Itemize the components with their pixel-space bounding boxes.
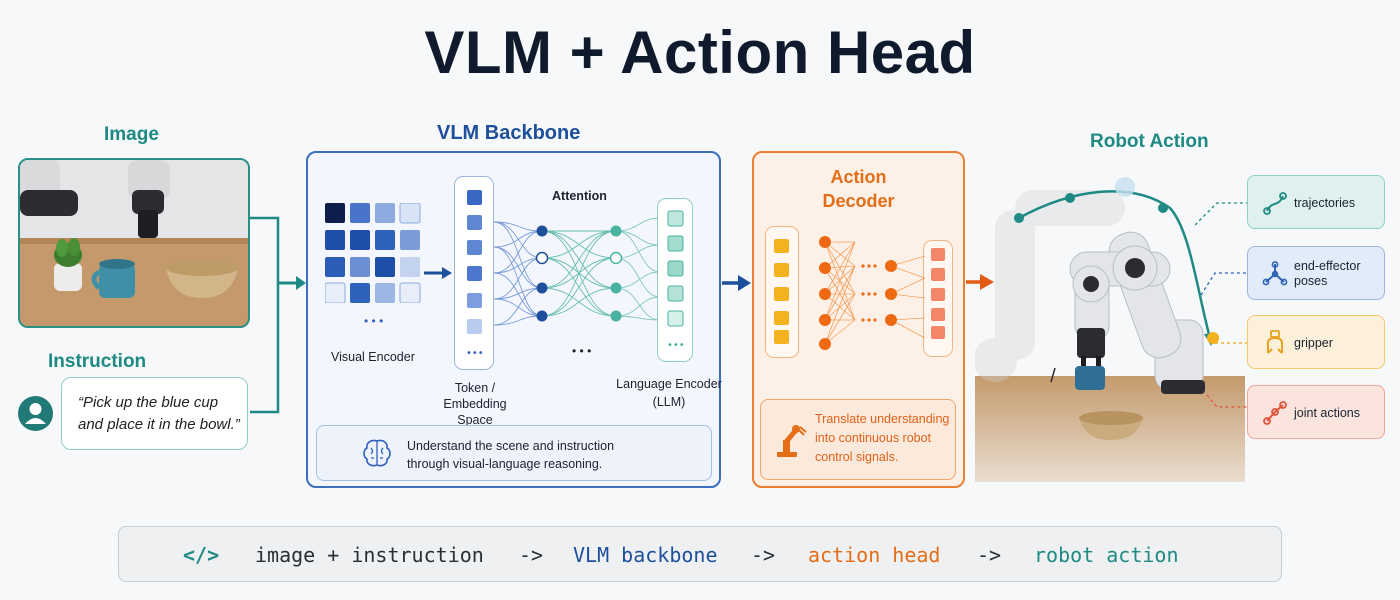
decoder-note-line-1: Translate understanding [815,412,950,426]
language-label: Language Encoder (LLM) [614,375,724,411]
visual-encoder-grid [325,203,421,303]
attention-ellipsis: • • • [572,344,592,358]
token-label-line-1: Token / [454,381,496,395]
svg-text:•••: ••• [466,348,484,359]
reasoning-line-1: Understand the scene and instruction [407,439,615,453]
instruction-quote: “Pick up the blue cup and place it in th… [61,377,248,450]
output-gripper: gripper [1247,315,1385,369]
output-label-line: joint actions [1294,405,1361,420]
attention-network [494,217,661,326]
trajectory-icon [1263,192,1287,215]
output-label-line: end-effector [1294,259,1361,273]
page-title: VLM + Action Head [424,19,976,86]
output-end-effector-poses: end-effector poses [1247,246,1385,300]
output-trajectories: trajectories [1247,175,1385,229]
code-icon: </> [183,543,220,567]
language-label-line-2: (LLM) [652,395,686,409]
attention-label: Attention [552,189,607,203]
pose-icon [1262,261,1288,286]
command-robot-action: robot action [1034,543,1179,567]
vlm-inner-arrow [424,267,452,279]
pipeline-command-bar: </> image + instruction -> VLM backbone … [118,526,1282,582]
joint-icon [1263,401,1287,425]
vlm-heading: VLM Backbone [437,122,581,144]
output-label-line: poses [1294,274,1328,288]
visual-ellipsis: • • • [364,314,384,328]
command-input: image + instruction [255,543,484,567]
output-label-joint-actions: joint actions [1294,386,1360,440]
command-vlm: VLM backbone [573,543,718,567]
output-joint-actions: joint actions [1247,385,1385,439]
decoder-note: Translate understanding into continuous … [760,399,956,480]
output-label-line: trajectories [1294,195,1356,210]
input-connector [250,216,306,414]
robot-action-heading: Robot Action [1090,131,1209,152]
robot-arm-icon [777,425,807,457]
command-arrow-3: -> [977,543,1002,567]
reasoning-note: Understand the scene and instruction thr… [316,425,712,481]
decoder-to-robot-arrow [966,274,994,290]
output-label-end-effector: end-effector poses [1294,247,1360,301]
brain-icon [363,439,391,467]
visual-encoder-label: Visual Encoder [331,350,415,364]
quote-line-2: and place it in the bowl.” [78,416,240,433]
decoder-network [774,236,945,350]
language-label-line-1: Language Encoder [616,377,722,391]
command-arrow-2: -> [751,543,776,567]
instruction-heading: Instruction [48,351,147,372]
image-heading: Image [104,124,159,145]
language-squares: ••• [667,210,685,351]
legend-connectors [1195,202,1247,408]
quote-line-1: “Pick up the blue cup [78,394,219,411]
action-decoder-title-line-2: Decoder [822,191,895,211]
robot-arm-illustration [973,177,1245,482]
svg-text:•••: ••• [667,340,685,351]
gripper-icon [1267,330,1283,354]
command-arrow-1: -> [519,543,544,567]
user-avatar-icon [18,396,53,431]
token-label-line-2: Embedding Space [443,397,507,427]
token-label: Token / Embedding Space [427,380,523,428]
output-label-gripper: gripper [1294,316,1333,370]
action-decoder-title: Action Decoder [752,165,965,213]
scene-illustration [20,160,248,326]
vlm-to-decoder-arrow [722,275,751,291]
decoder-note-line-2: into continuous robot [815,431,932,445]
scene-image [18,158,250,328]
decoder-note-line-3: control signals. [815,450,899,464]
action-decoder-title-line-1: Action [830,167,887,187]
robot-scene [973,170,1245,482]
command-action-head: action head [808,543,941,567]
output-label-line: gripper [1294,335,1333,350]
output-label-trajectories: trajectories [1294,176,1355,230]
reasoning-line-2: through visual-language reasoning. [407,457,603,471]
token-squares: ••• [466,190,484,359]
decoder-note-text: Translate understanding into continuous … [815,410,949,467]
reasoning-text: Understand the scene and instruction thr… [407,437,614,473]
